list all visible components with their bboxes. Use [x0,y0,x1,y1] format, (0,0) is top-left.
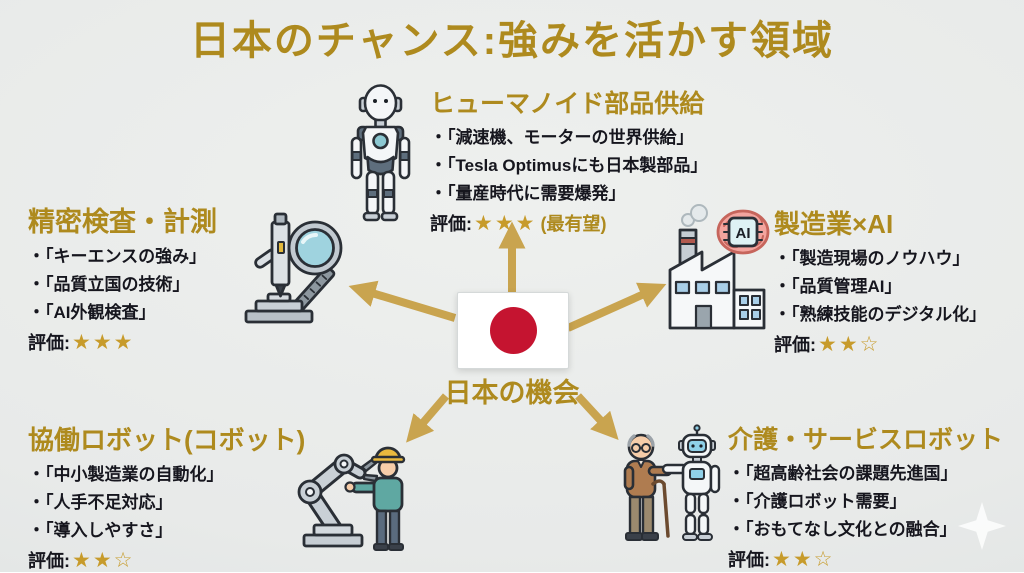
robot-arm-worker-icon [297,446,406,551]
section-title: 協働ロボット(コボット) [28,425,306,455]
star-rating: ★★★ [474,211,537,235]
section-care-service-robots: 介護・サービスロボット ・「超高齢社会の課題先進国」 ・「介護ロボット需要」 ・… [728,420,1003,572]
bullet-item: ・「減速機、モーターの世界供給」 [430,128,694,147]
page-title: 日本のチャンス:強みを活かす領域 [189,19,835,63]
bullet-item: ・「品質立国の技術」 [28,275,190,295]
star-rating: ★★☆ [818,332,881,356]
bullet-item: ・「量産時代に需要爆発」 [430,184,626,204]
arrow-to-manufacturing [566,282,667,332]
rating-label: 評価: [774,335,816,356]
rating-row: 評価: ★★★ (最有望) [430,210,707,236]
humanoid-robot-icon [350,84,411,222]
bullet-item: ・「製造現場のノウハウ」 [774,249,970,268]
bullet-item: ・「品質管理AI」 [774,277,902,297]
bullet-item: ・「おもてなし文化との融合」 [728,520,957,540]
rating-row: 評価: ★★☆ [774,331,986,357]
section-title: 精密検査・計測 [28,207,217,237]
japan-flag [457,292,569,369]
flag-sun-circle [489,307,537,354]
rating-row: 評価: ★★★ [28,329,217,355]
bullet-item: ・「介護ロボット需要」 [728,492,907,512]
section-title: ヒューマノイド部品供給 [430,90,705,118]
bullet-item: ・「超高齢社会の課題先進国」 [728,464,958,483]
star-rating: ★★☆ [772,547,835,571]
rating-label: 評価: [728,550,770,571]
ai-chip-label: AI [736,225,751,242]
bullet-item: ・「熟練技能のデジタル化」 [774,305,987,325]
factory-ai-brain-icon: AI [668,204,770,330]
bullet-item: ・「人手不足対応」 [28,493,173,513]
section-precision-inspection: 精密検査・計測 ・「キーエンスの強み」 ・「品質立国の技術」 ・「AI外観検査」… [28,200,217,355]
bullet-item: ・「AI外観検査」 [28,303,156,323]
section-humanoid-parts: ヒューマノイド部品供給 ・「減速機、モーターの世界供給」 ・「Tesla Opt… [430,84,707,236]
rating-label: 評価: [430,214,472,235]
rating-label: 評価: [28,551,70,572]
rating-label: 評価: [28,333,70,354]
arrow-to-precision [348,280,457,322]
bullet-item: ・「中小製造業の自動化」 [28,465,224,484]
elderly-care-robot-icon [623,424,721,541]
bullet-item: ・「キーエンスの強み」 [28,247,207,266]
section-manufacturing-ai: 製造業×AI ・「製造現場のノウハウ」 ・「品質管理AI」 ・「熟練技能のデジタ… [774,204,986,357]
star-rating: ★★★ [72,330,135,354]
star-rating: ★★☆ [72,548,135,572]
section-collaborative-robots: 協働ロボット(コボット) ・「中小製造業の自動化」 ・「人手不足対応」 ・「導入… [28,420,305,573]
bullet-item: ・「導入しやすさ」 [28,521,173,541]
inspection-instrument-magnifier-icon [244,212,343,324]
section-title: 介護・サービスロボット [728,426,1004,454]
section-title: 製造業×AI [774,209,894,239]
center-label: 日本の機会 [444,378,580,408]
bullet-item: ・「Tesla Optimusにも日本製部品」 [430,156,708,176]
rating-row: 評価: ★★☆ [28,547,305,573]
rating-note: (最有望) [540,214,607,235]
rating-row: 評価: ★★☆ [728,546,1003,572]
